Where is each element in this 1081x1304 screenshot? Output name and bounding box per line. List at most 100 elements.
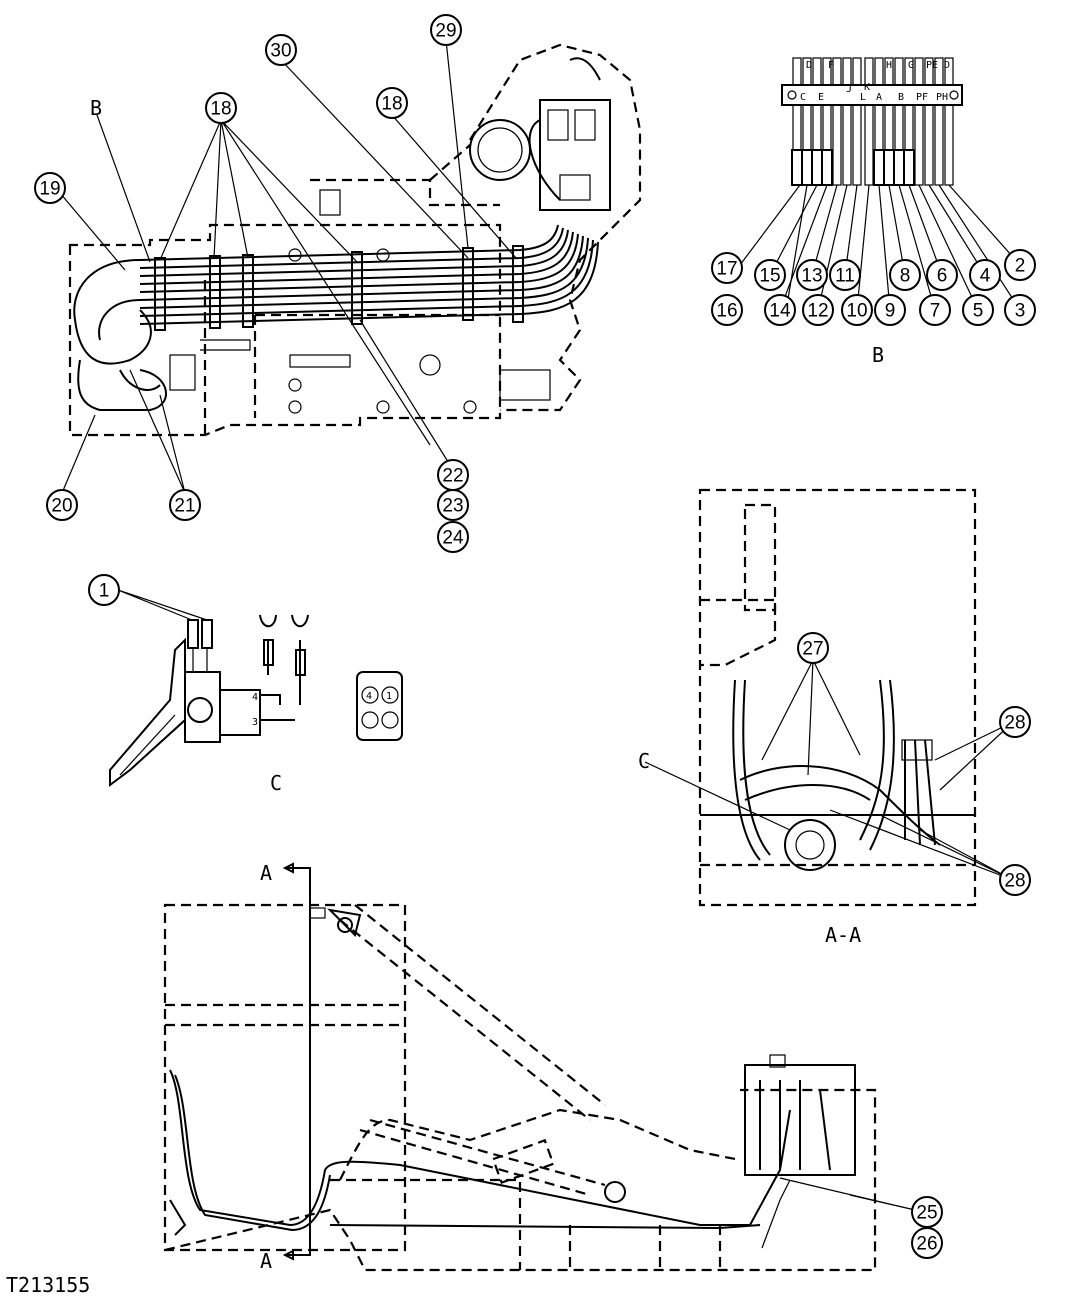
side-elevation-view [163, 862, 916, 1272]
pin-number: 3 [252, 717, 258, 728]
pin-letter: K [864, 82, 870, 93]
callout-18: 18 [205, 92, 237, 124]
pin-letter: PF [916, 92, 928, 103]
pin-letter: H [886, 60, 892, 71]
terminal-pin [792, 57, 802, 86]
wire-lead [864, 104, 874, 186]
terminal-pin [852, 57, 862, 86]
terminal-pin [812, 57, 822, 86]
svg-text:10: 10 [846, 301, 867, 322]
wire-lead [914, 104, 924, 186]
callout-29: 29 [430, 14, 462, 46]
svg-text:8: 8 [900, 266, 911, 287]
wire-seal [903, 149, 915, 186]
connector-letter-labels: C D E F J L K H A B G PF PE D PH [800, 60, 950, 103]
callout-4: 4 [969, 259, 1001, 291]
pin-letter: A [876, 92, 882, 103]
svg-text:23: 23 [442, 496, 463, 517]
callout-5: 5 [962, 294, 994, 326]
wire-lead [812, 104, 822, 151]
detail-b-connector-block: C D E F J L K H A B G PF PE D PH [739, 57, 1021, 311]
svg-text:21: 21 [174, 496, 195, 517]
wire-seal [821, 149, 833, 186]
svg-text:19: 19 [39, 179, 60, 200]
pin-number: 1 [386, 691, 392, 702]
wire-seal [893, 149, 905, 186]
pin-letter: G [908, 60, 914, 71]
svg-text:20: 20 [51, 496, 72, 517]
callout-13: 13 [796, 259, 828, 291]
callout-1: 1 [88, 574, 120, 606]
callout-15: 15 [754, 259, 786, 291]
callout-16: 16 [711, 294, 743, 326]
svg-text:2: 2 [1015, 256, 1026, 277]
figure-id: T213155 [6, 1273, 90, 1297]
pin-letter: C [800, 92, 806, 103]
svg-text:25: 25 [916, 1203, 937, 1224]
leader-line [739, 184, 801, 266]
wire-lead [802, 104, 812, 151]
wire-lead [842, 104, 852, 186]
leader-line [878, 184, 891, 311]
svg-text:6: 6 [937, 266, 948, 287]
terminal-pin [842, 57, 852, 86]
terminal-pin [914, 57, 924, 86]
callout-6: 6 [926, 259, 958, 291]
label-view-b-pointer: B [90, 96, 102, 120]
wire-lead [792, 104, 802, 151]
svg-text:28: 28 [1004, 871, 1025, 892]
svg-text:24: 24 [442, 528, 464, 549]
svg-text:4: 4 [980, 266, 991, 287]
svg-text:3: 3 [1015, 301, 1026, 322]
svg-text:9: 9 [885, 301, 896, 322]
callout-17: 17 [711, 252, 743, 284]
callout-19: 19 [34, 172, 66, 204]
svg-text:18: 18 [381, 94, 402, 115]
terminal-pin [832, 57, 842, 86]
wire-lead [894, 104, 904, 151]
detail-c-pedal-switch: 4 3 4 1 [109, 589, 403, 787]
callout-8: 8 [889, 259, 921, 291]
terminal-pin [822, 57, 832, 86]
terminal-pin [884, 57, 894, 86]
svg-text:7: 7 [930, 301, 941, 322]
wire-lead [924, 104, 934, 186]
callout-2: 2 [1004, 249, 1036, 281]
svg-text:13: 13 [801, 266, 822, 287]
leader-line [948, 184, 1021, 266]
terminal-pin [802, 57, 812, 86]
terminal-pin [934, 57, 944, 86]
callout-25: 25 [911, 1196, 943, 1228]
svg-text:14: 14 [769, 301, 791, 322]
svg-text:15: 15 [759, 266, 780, 287]
svg-text:5: 5 [973, 301, 984, 322]
pin-letter: L [860, 92, 866, 103]
leader-lines-main [59, 39, 517, 494]
leader-line [779, 184, 828, 311]
leader-line [817, 184, 848, 311]
pin-letter: PH [936, 92, 948, 103]
callout-28: 28 [999, 864, 1031, 896]
callout-30: 30 [265, 34, 297, 66]
label-section-a-top: A [260, 861, 272, 885]
callout-22: 22 [437, 459, 469, 491]
callout-21: 21 [169, 489, 201, 521]
svg-text:29: 29 [435, 21, 456, 42]
pin-letter: E [818, 92, 824, 103]
wire-lead [904, 104, 914, 151]
pin-number: 4 [252, 692, 258, 703]
pin-letter: F [828, 60, 834, 71]
callout-12: 12 [802, 294, 834, 326]
callout-14: 14 [764, 294, 796, 326]
terminal-pin [944, 57, 954, 86]
leader-line [898, 184, 936, 311]
pin-letter: D [806, 60, 812, 71]
main-wire-bundle [139, 224, 599, 325]
wire-lead [822, 104, 832, 151]
callout-23: 23 [437, 489, 469, 521]
section-a-a-view [644, 488, 1014, 907]
callout-11: 11 [829, 259, 861, 291]
label-detail-b: B [872, 343, 884, 367]
